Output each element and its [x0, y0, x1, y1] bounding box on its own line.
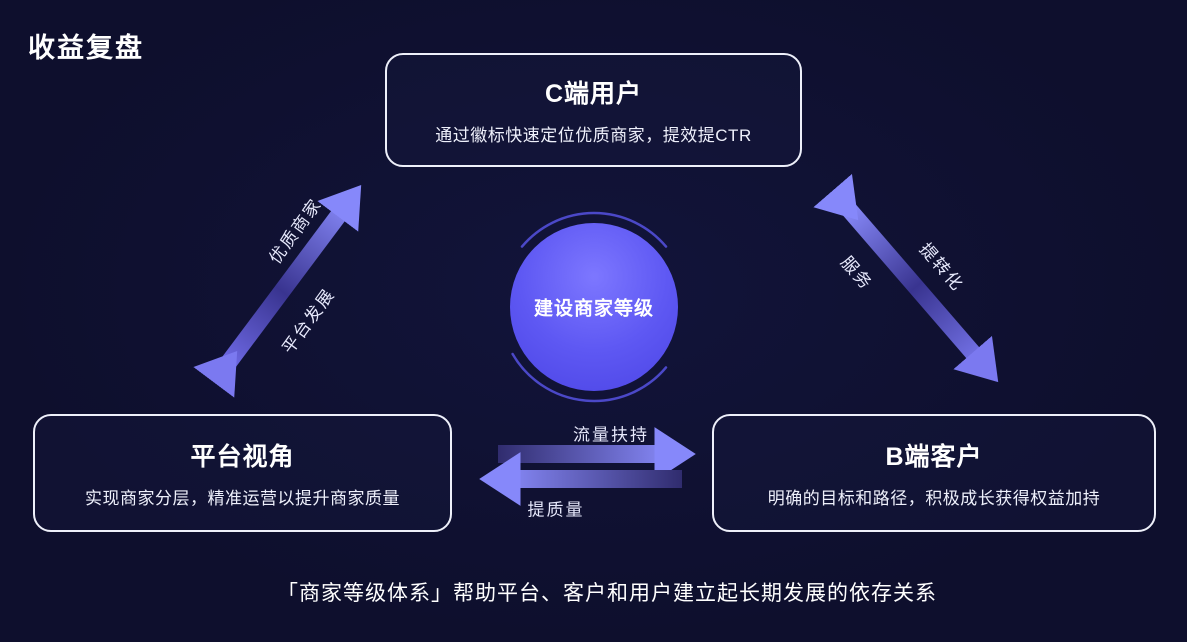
node-c-user-title: C端用户 — [544, 80, 643, 108]
circle-arc-top — [520, 211, 668, 248]
node-b-client-desc: 明确的目标和路径，积极成长获得权益加持 — [767, 489, 1101, 508]
arrow-platform-cuser — [193, 185, 362, 398]
footer-text: 「商家等级体系」帮助平台、客户和用户建立起长期发展的依存关系 — [277, 582, 937, 605]
node-b-client: B端客户 明确的目标和路径，积极成长获得权益加持 — [712, 414, 1156, 532]
node-c-user-desc: 通过徽标快速定位优质商家，提效提CTR — [435, 126, 752, 145]
node-platform-desc: 实现商家分层，精准运营以提升商家质量 — [85, 489, 400, 508]
center-circle — [510, 223, 678, 391]
center-node-label: 建设商家等级 — [533, 298, 655, 320]
node-platform-title: 平台视角 — [190, 443, 295, 471]
page-title: 收益复盘 — [28, 33, 144, 63]
edge-label-quality-up: 提质量 — [527, 500, 585, 520]
circle-arc-bottom — [511, 352, 668, 403]
node-platform: 平台视角 实现商家分层，精准运营以提升商家质量 — [33, 414, 452, 532]
node-c-user: C端用户 通过徽标快速定位优质商家，提效提CTR — [385, 53, 802, 167]
node-b-client-title: B端客户 — [885, 443, 983, 471]
edge-label-traffic-support: 流量扶持 — [573, 425, 649, 445]
arrow-cuser-bclient — [813, 173, 999, 383]
